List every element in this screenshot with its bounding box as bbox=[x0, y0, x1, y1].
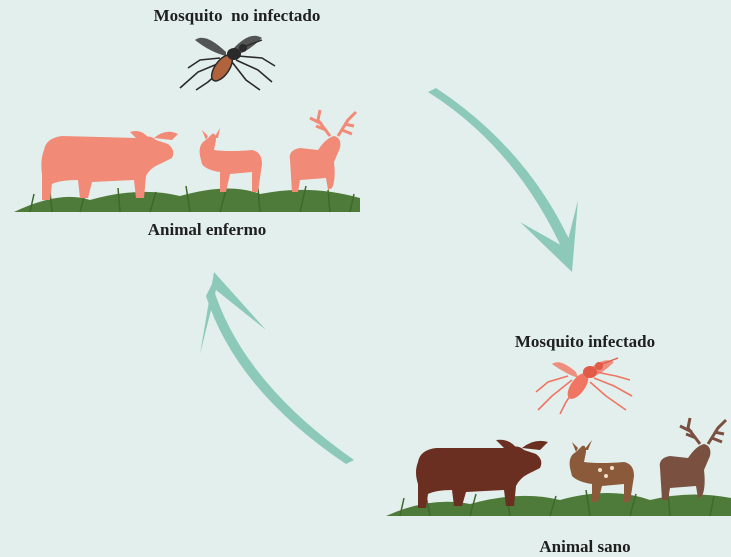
label-healthy-animal: Animal sano bbox=[470, 537, 700, 557]
arrow-sick-to-infected bbox=[428, 88, 578, 272]
sick-animals-illustration bbox=[14, 110, 360, 212]
mosquito-infected-icon bbox=[536, 358, 632, 414]
label-infected-mosquito: Mosquito infectado bbox=[470, 332, 700, 352]
healthy-animals-illustration bbox=[386, 418, 731, 516]
label-sick-animal: Animal enfermo bbox=[82, 220, 332, 240]
arrow-healthy-to-sick bbox=[200, 272, 354, 464]
label-mosquito-not-infected: Mosquito no infectado bbox=[102, 6, 372, 26]
mosquito-not-infected-icon bbox=[180, 36, 275, 90]
